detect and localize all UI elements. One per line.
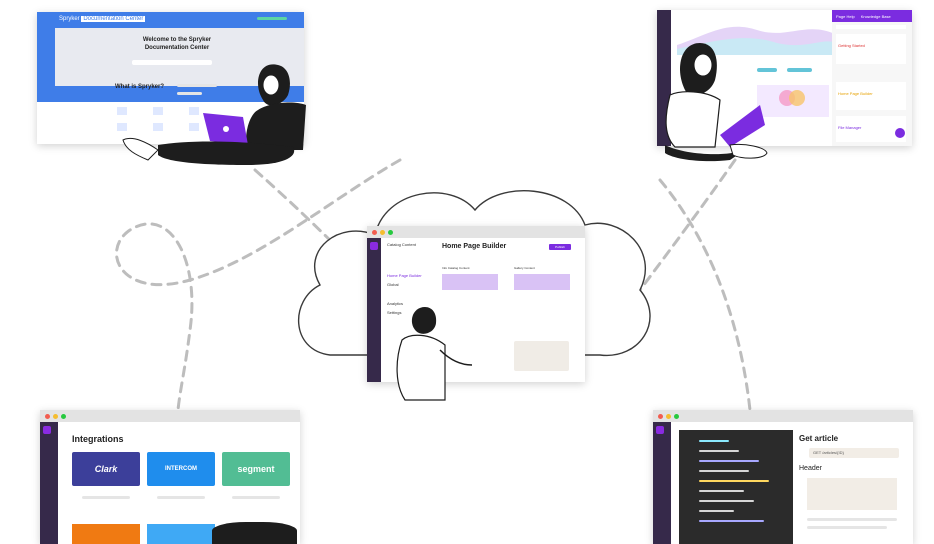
hair-illustration-edge bbox=[212, 522, 297, 544]
window-chrome bbox=[367, 226, 585, 238]
placeholder-line bbox=[157, 496, 205, 499]
integration-tile-segment[interactable]: segment bbox=[222, 452, 290, 486]
api-docs-window: Get article GET /articles/{ID} Header bbox=[653, 410, 913, 544]
hero-title: Welcome to the Spryker Documentation Cen… bbox=[142, 37, 212, 51]
logo-sub: Documentation Center bbox=[81, 16, 146, 22]
app-logo-icon bbox=[656, 426, 664, 434]
endpoint-badge: GET /articles/{ID} bbox=[809, 448, 899, 458]
code-editor bbox=[679, 430, 793, 544]
venn-panel bbox=[757, 85, 829, 117]
header-section-title: Header bbox=[799, 465, 822, 472]
window-chrome bbox=[40, 410, 300, 422]
kb-search[interactable] bbox=[836, 25, 906, 29]
person-presenting-illustration bbox=[396, 307, 473, 401]
connector-loop-left-curve bbox=[115, 158, 402, 412]
person-laptop-illustration-left bbox=[122, 64, 306, 165]
kb-header: Page Help Knowledge Base bbox=[832, 10, 912, 22]
placeholder-line bbox=[177, 92, 202, 95]
integration-tile-partial[interactable] bbox=[147, 524, 215, 544]
tree-item-active[interactable]: Home Page Builder bbox=[387, 273, 422, 278]
close-dot-icon[interactable] bbox=[372, 229, 377, 235]
api-title: Get article bbox=[799, 434, 839, 443]
placeholder-line bbox=[807, 518, 897, 521]
chat-bubble-icon[interactable] bbox=[895, 128, 905, 138]
header-block bbox=[807, 478, 897, 510]
tree-item[interactable]: Global bbox=[387, 282, 399, 287]
feature-grid bbox=[117, 107, 207, 137]
publish-button[interactable]: Publish bbox=[549, 244, 571, 250]
kb-card[interactable]: File Manager bbox=[836, 116, 906, 142]
kb-panel: Page Help Knowledge Base Getting Started… bbox=[832, 10, 912, 146]
search-input[interactable] bbox=[132, 60, 212, 65]
code-block bbox=[514, 341, 569, 371]
section-title: What is Spryker? bbox=[115, 84, 165, 90]
connector-right-cross bbox=[658, 178, 752, 412]
column-right: Gallery Content bbox=[514, 266, 574, 326]
integration-tile-clark[interactable]: Clark bbox=[72, 452, 140, 486]
tree-item[interactable]: Settings bbox=[387, 310, 402, 315]
tree-item[interactable]: Catalog Content bbox=[387, 242, 416, 247]
integrations-window: Integrations Clark INTERCOM segment bbox=[40, 410, 300, 544]
person-laptop-illustration-right bbox=[665, 43, 768, 162]
app-logo-icon bbox=[43, 426, 51, 434]
content-tree: Catalog Content Home Page Builder Global… bbox=[387, 240, 435, 317]
placeholder-line bbox=[232, 496, 280, 499]
stat-bar bbox=[757, 68, 777, 72]
app-logo-icon bbox=[370, 242, 378, 250]
maximize-dot-icon[interactable] bbox=[674, 413, 679, 419]
maximize-dot-icon[interactable] bbox=[388, 229, 393, 235]
kb-card[interactable]: Getting Started bbox=[836, 34, 906, 64]
doc-portal-nav-pill[interactable] bbox=[257, 17, 287, 20]
placeholder-line bbox=[807, 526, 887, 529]
integration-tile-partial[interactable] bbox=[72, 524, 140, 544]
minimize-dot-icon[interactable] bbox=[53, 413, 58, 419]
close-dot-icon[interactable] bbox=[45, 413, 50, 419]
integrations-sidebar bbox=[40, 422, 58, 544]
api-sidebar bbox=[653, 422, 671, 544]
doc-portal-logo: Spryker Documentation Center bbox=[59, 16, 146, 22]
placeholder-line bbox=[82, 496, 130, 499]
cms-sidebar bbox=[367, 238, 381, 382]
maximize-dot-icon[interactable] bbox=[61, 413, 66, 419]
minimize-dot-icon[interactable] bbox=[666, 413, 671, 419]
logo-text: Spryker bbox=[59, 16, 80, 22]
minimize-dot-icon[interactable] bbox=[380, 229, 385, 235]
stat-bar bbox=[787, 68, 812, 72]
placeholder-line bbox=[177, 84, 217, 87]
integration-tile-intercom[interactable]: INTERCOM bbox=[147, 452, 215, 486]
connector-right-down bbox=[638, 158, 737, 292]
tree-item[interactable]: Analytics bbox=[387, 301, 404, 306]
window-chrome bbox=[653, 410, 913, 422]
integrations-title: Integrations bbox=[72, 434, 124, 444]
close-dot-icon[interactable] bbox=[658, 413, 663, 419]
editor-title: Home Page Builder bbox=[442, 243, 507, 250]
kb-card[interactable]: Home Page Builder bbox=[836, 82, 906, 110]
column-left: Info Catalog Content bbox=[442, 266, 502, 326]
analytics-chart bbox=[677, 26, 837, 55]
